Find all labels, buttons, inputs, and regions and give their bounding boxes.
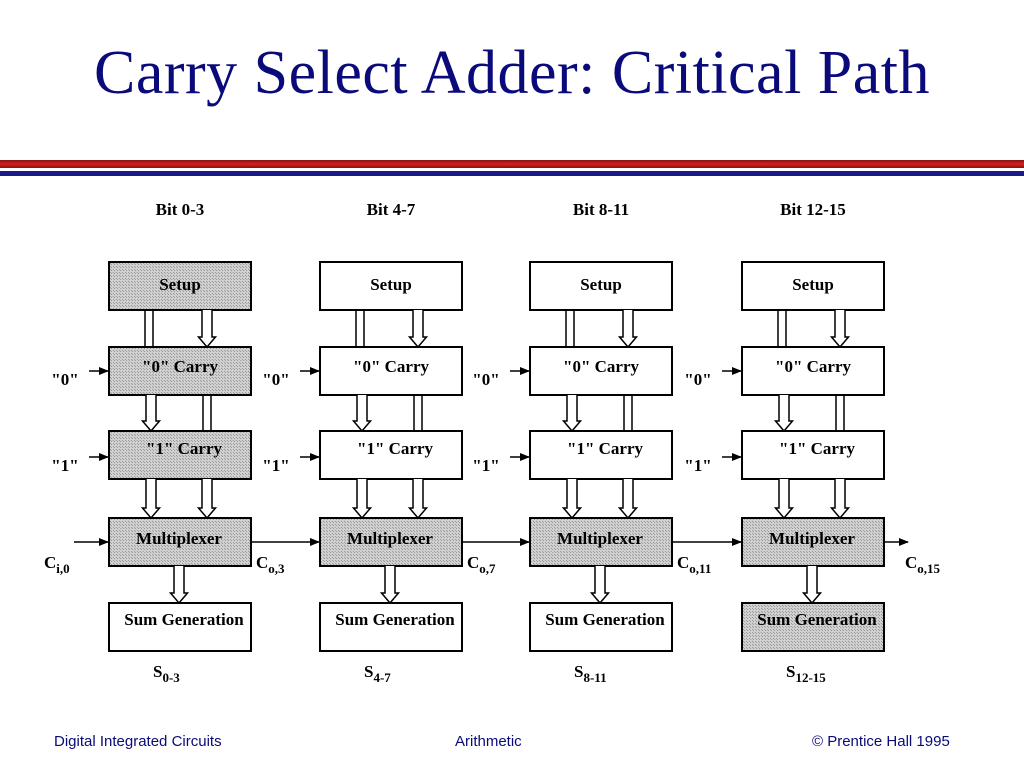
carry1-bus-arrow-left-1 [351, 479, 373, 520]
stage-header-0: Bit 0-3 [156, 200, 205, 219]
carry0-bus-arrow-3 [773, 395, 795, 433]
mux-label-1: Multiplexer [347, 529, 433, 548]
mux-label-3: Multiplexer [769, 529, 855, 548]
mux-bus-arrow-0 [168, 566, 190, 605]
block-mux-1 [319, 517, 463, 567]
carry0-bus-arrow-1 [351, 395, 373, 433]
block-sum-3 [741, 602, 885, 652]
input-one-label-3: "1" [684, 456, 711, 475]
mux-bus-arrow-2 [589, 566, 611, 605]
stage-header-3: Bit 12-15 [780, 200, 846, 219]
carry1-bus-arrow-left-2 [561, 479, 583, 520]
sum-output-label-3: S12-15 [786, 662, 826, 685]
carry0-label-3: "0" Carry [775, 357, 851, 376]
carry-in-label-1: Co,3 [256, 553, 285, 576]
mux-bus-arrow-1 [379, 566, 401, 605]
mux-label-0: Multiplexer [136, 529, 222, 548]
block-carry0-0 [108, 346, 252, 396]
carry1-bus-arrow-left-3 [773, 479, 795, 520]
carry-in-label-3: Co,11 [677, 553, 711, 576]
block-sum-0 [108, 602, 252, 652]
input-zero-label-0: "0" [51, 370, 78, 389]
sum-label-3: Sum Generation [757, 610, 877, 629]
block-carry0-2 [529, 346, 673, 396]
block-mux-2 [529, 517, 673, 567]
carry1-bus-arrow-left-0 [140, 479, 162, 520]
title-rule-red [0, 160, 1024, 168]
stage-header-2: Bit 8-11 [573, 200, 629, 219]
setup-bus-left-0 [144, 310, 154, 347]
title-rule-blue [0, 171, 1024, 176]
carry0-label-2: "0" Carry [563, 357, 639, 376]
carry0-bus-arrow-0 [140, 395, 162, 433]
footer-left: Digital Integrated Circuits [54, 733, 222, 750]
sum-output-label-2: S8-11 [574, 662, 607, 685]
carry1-label-1: "1" Carry [357, 439, 433, 458]
block-carry1-0 [108, 430, 252, 480]
carry1-label-0: "1" Carry [146, 439, 222, 458]
carry0-bus-right-1 [413, 395, 423, 431]
carry1-label-2: "1" Carry [567, 439, 643, 458]
sum-output-label-1: S4-7 [364, 662, 391, 685]
footer-center: Arithmetic [455, 733, 522, 750]
setup-label-0: Setup [159, 275, 201, 294]
sum-output-label-0: S0-3 [153, 662, 180, 685]
input-zero-label-2: "0" [472, 370, 499, 389]
sum-label-2: Sum Generation [545, 610, 665, 629]
block-carry0-3 [741, 346, 885, 396]
block-mux-3 [741, 517, 885, 567]
mux-bus-arrow-3 [801, 566, 823, 605]
carry-out-label: Co,15 [905, 553, 941, 576]
sum-label-0: Sum Generation [124, 610, 244, 629]
block-setup-2 [529, 261, 673, 311]
carry0-bus-right-2 [623, 395, 633, 431]
input-one-label-1: "1" [262, 456, 289, 475]
carry0-bus-arrow-2 [561, 395, 583, 433]
block-sum-1 [319, 602, 463, 652]
input-one-label-2: "1" [472, 456, 499, 475]
carry0-bus-right-3 [835, 395, 845, 431]
carry1-bus-arrow-right-3 [829, 479, 851, 520]
setup-bus-left-2 [565, 310, 575, 347]
setup-bus-arrow-2 [617, 310, 639, 349]
carry1-bus-arrow-right-2 [617, 479, 639, 520]
setup-label-1: Setup [370, 275, 412, 294]
setup-label-3: Setup [792, 275, 834, 294]
block-setup-0 [108, 261, 252, 311]
setup-bus-arrow-3 [829, 310, 851, 349]
carry-in-label-0: Ci,0 [44, 553, 70, 576]
sum-label-1: Sum Generation [335, 610, 455, 629]
block-carry0-1 [319, 346, 463, 396]
setup-bus-arrow-1 [407, 310, 429, 349]
setup-bus-left-3 [777, 310, 787, 347]
block-carry1-2 [529, 430, 673, 480]
footer-right: © Prentice Hall 1995 [812, 733, 950, 750]
input-one-label-0: "1" [51, 456, 78, 475]
carry0-label-1: "0" Carry [353, 357, 429, 376]
carry0-label-0: "0" Carry [142, 357, 218, 376]
mux-label-2: Multiplexer [557, 529, 643, 548]
setup-label-2: Setup [580, 275, 622, 294]
setup-bus-left-1 [355, 310, 365, 347]
input-zero-label-1: "0" [262, 370, 289, 389]
block-carry1-1 [319, 430, 463, 480]
slide-title: Carry Select Adder: Critical Path [93, 39, 931, 107]
carry-in-label-2: Co,7 [467, 553, 496, 576]
carry1-bus-arrow-right-0 [196, 479, 218, 520]
block-carry1-3 [741, 430, 885, 480]
block-setup-1 [319, 261, 463, 311]
carry1-label-3: "1" Carry [779, 439, 855, 458]
block-setup-3 [741, 261, 885, 311]
stage-header-1: Bit 4-7 [367, 200, 416, 219]
input-zero-label-3: "0" [684, 370, 711, 389]
block-sum-2 [529, 602, 673, 652]
carry1-bus-arrow-right-1 [407, 479, 429, 520]
carry0-bus-right-0 [202, 395, 212, 431]
setup-bus-arrow-0 [196, 310, 218, 349]
